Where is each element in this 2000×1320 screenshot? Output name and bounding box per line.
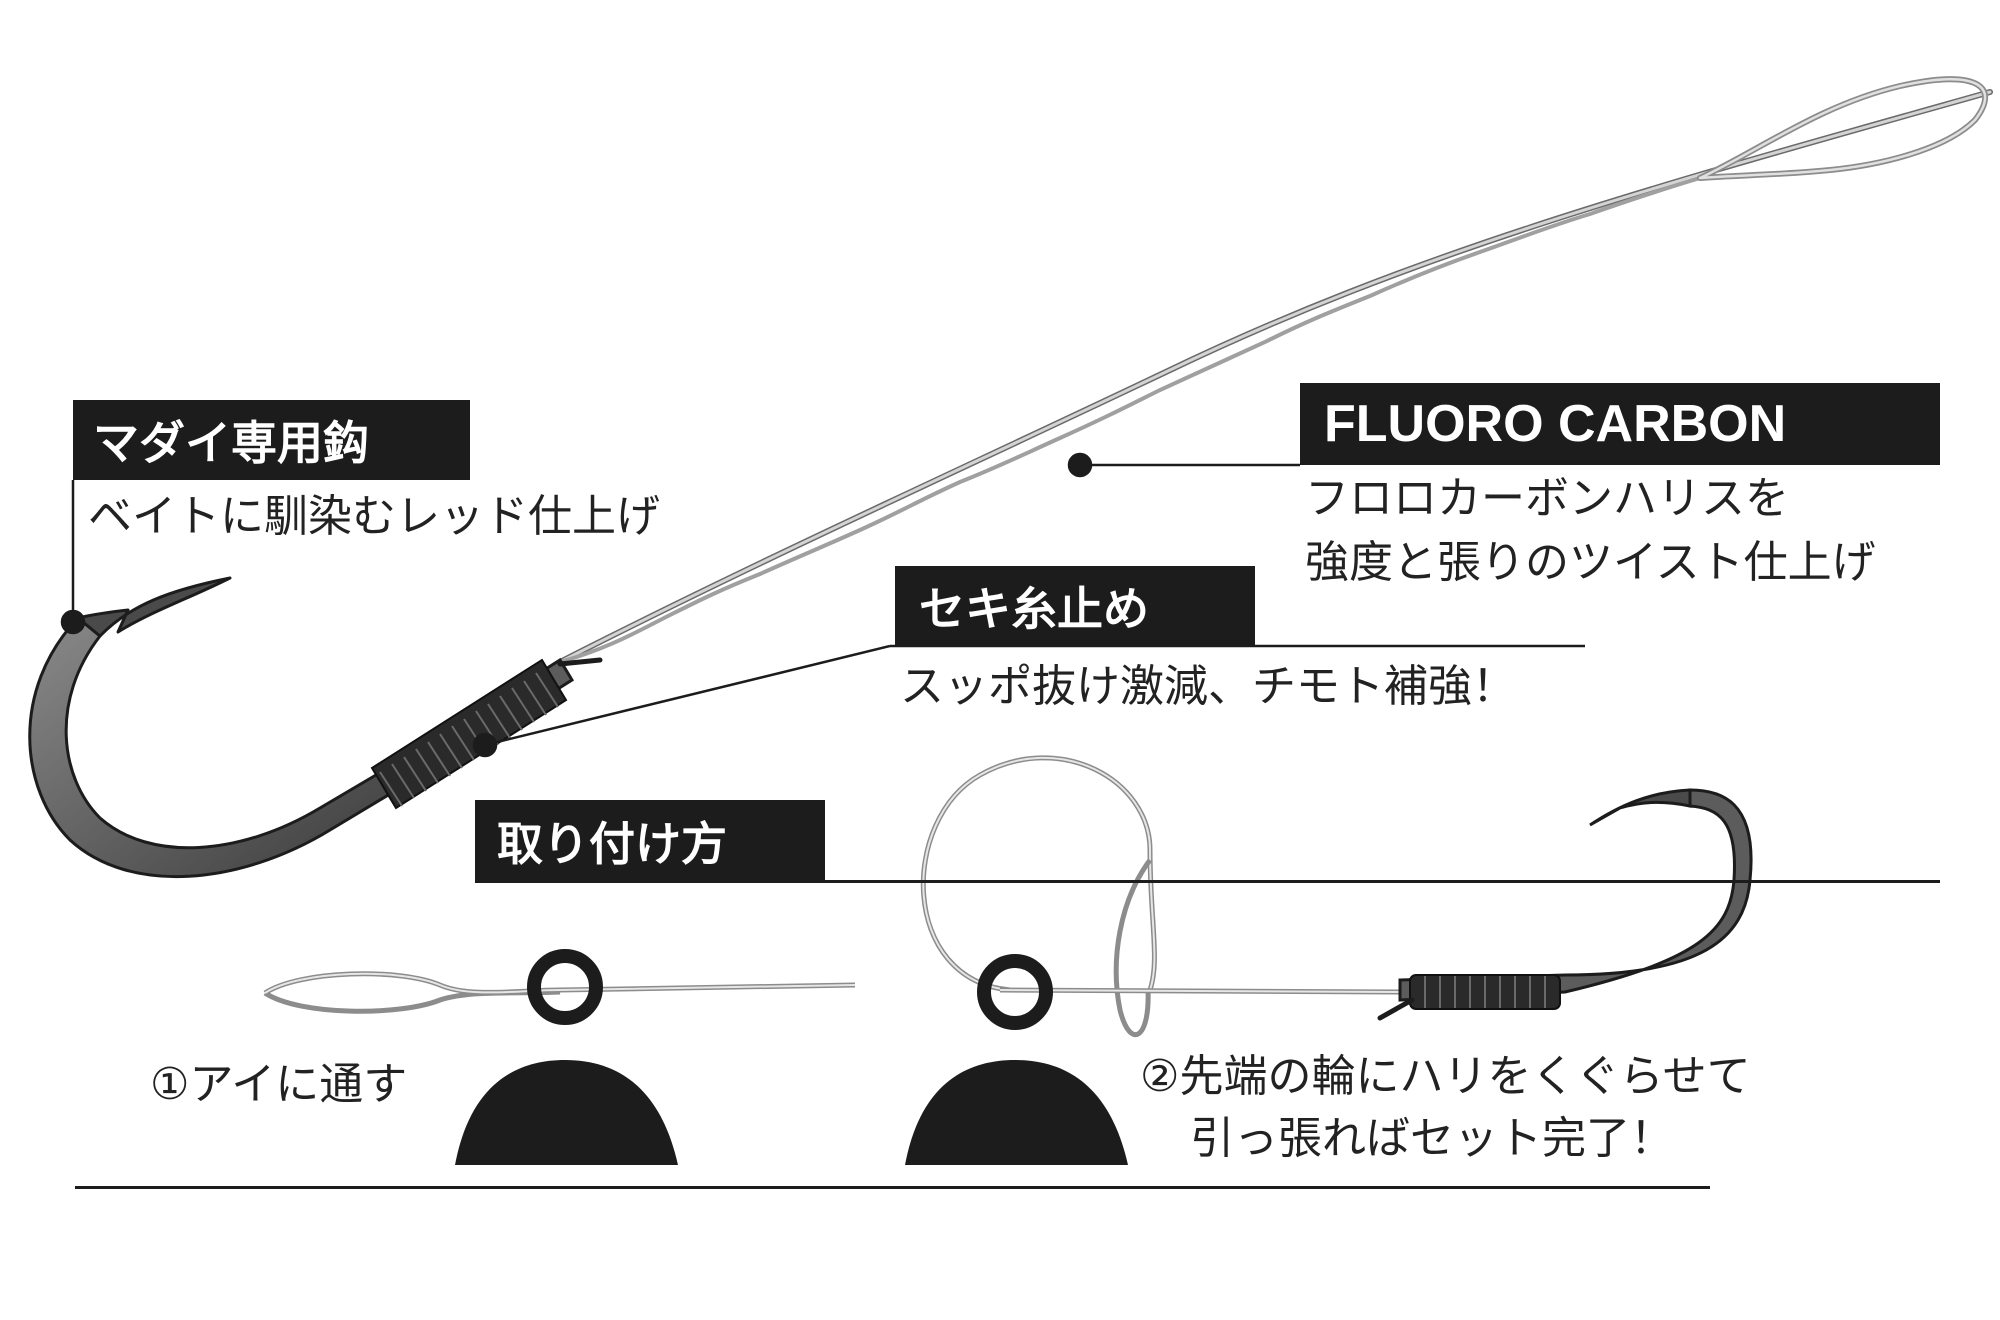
seki-title-label: セキ糸止め [895, 566, 1255, 646]
main-hook [28, 576, 603, 879]
step2-caption-line2: 引っ張ればセット完了！ [1190, 1113, 1674, 1164]
small-hook [1377, 788, 1753, 1021]
bottom-rule [75, 1186, 1710, 1189]
seki-description: スッポ抜け激減、チモト補強！ [900, 661, 1516, 712]
sinker-2 [905, 954, 1128, 1165]
fluoro-description-line2: 強度と張りのツイスト仕上げ [1305, 537, 1876, 588]
step2-caption-line1: ②先端の輪にハリをくぐらせて [1140, 1051, 1751, 1102]
step1-caption: ①アイに通す [150, 1059, 408, 1110]
binding-wrap [370, 657, 603, 810]
fluoro-leader [557, 76, 1993, 665]
callouts [60, 452, 1585, 758]
step2-illustration [905, 755, 1753, 1165]
attach-rule [475, 880, 1940, 883]
sinker-1 [455, 949, 678, 1165]
hook-description: ベイトに馴染むレッド仕上げ [88, 491, 660, 542]
attach-title-label: 取り付け方 [475, 800, 825, 882]
fluoro-title-label: FLUORO CARBON [1300, 383, 1940, 465]
step1-illustration [263, 949, 856, 1165]
fluoro-description-line1: フロロカーボンハリスを [1305, 473, 1789, 524]
hook-title-label: マダイ専用鈎 [73, 400, 470, 480]
